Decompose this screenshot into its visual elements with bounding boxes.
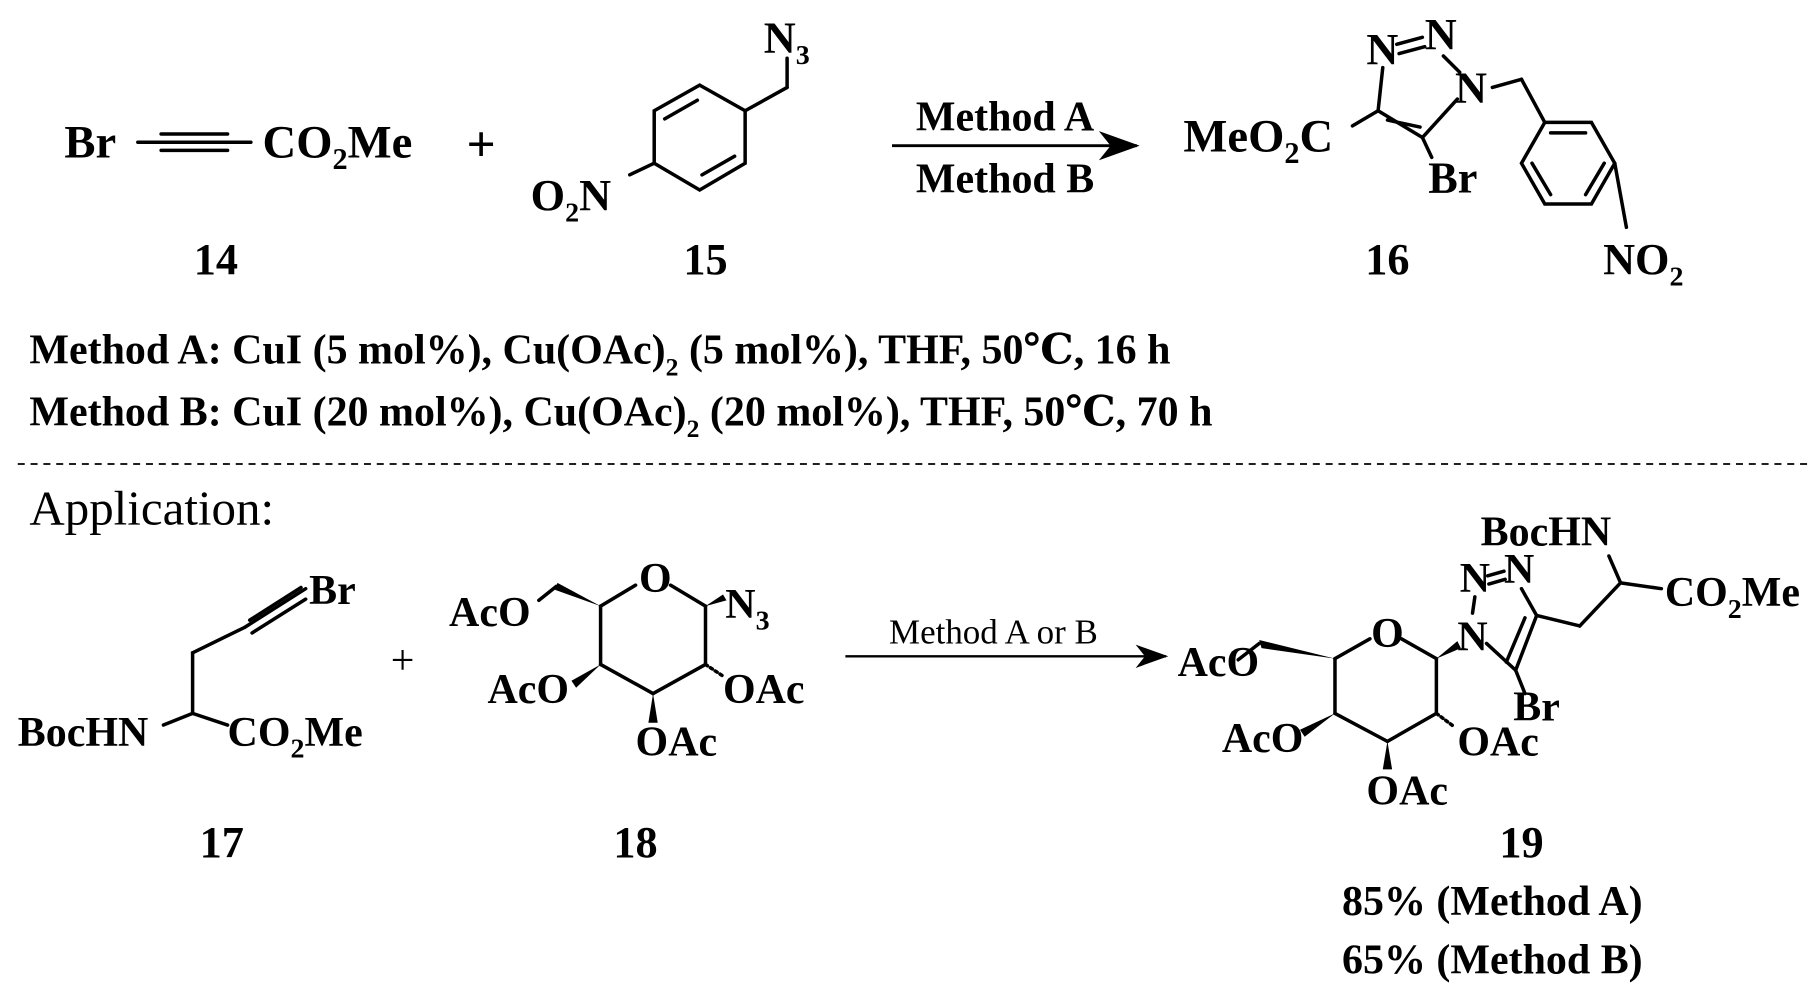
group-co2me: CO2Me <box>228 710 363 765</box>
group-oac: AcO <box>1222 716 1304 762</box>
compound-label-19: 19 <box>1499 818 1543 867</box>
group-bochn: BocHN <box>18 710 149 756</box>
group-o2n: O2N <box>531 171 611 229</box>
arrow-label-below: Method B <box>916 156 1094 202</box>
ring-oxygen: O <box>1371 611 1404 657</box>
compound-18: O AcO N3 AcO OAc OAc 18 <box>449 556 804 867</box>
group-oac: AcO <box>488 667 570 713</box>
group-n3: N3 <box>725 582 769 637</box>
arrow-label-above: Method A <box>916 95 1094 141</box>
atom-n: N <box>1425 10 1457 59</box>
yield-method-b: 65% (Method B) <box>1342 937 1643 983</box>
group-bochn: BocHN <box>1481 510 1612 556</box>
compound-17: Br BocHN CO2Me 17 <box>18 568 363 867</box>
compound-14: Br CO2Me 14 <box>64 116 412 284</box>
group-oac: OAc <box>636 719 718 765</box>
compound-label-18: 18 <box>613 818 657 867</box>
compound-16: N N N MeO2C Br NO2 16 <box>1183 10 1683 293</box>
group-no2: NO2 <box>1603 235 1683 293</box>
atom-br: Br <box>64 116 116 168</box>
yield-method-a: 85% (Method A) <box>1342 879 1643 925</box>
group-oac: OAc <box>1366 768 1448 814</box>
application-heading: Application: <box>29 481 274 536</box>
compound-label-14: 14 <box>194 235 238 284</box>
group-meo2c: MeO2C <box>1183 111 1333 171</box>
group-co2me: CO2Me <box>263 116 413 176</box>
compound-label-17: 17 <box>200 818 244 867</box>
group-n3: N3 <box>764 13 810 71</box>
atom-br: Br <box>309 568 356 614</box>
plus-sign: + <box>391 638 415 684</box>
atom-br: Br <box>1428 153 1477 202</box>
group-oac: OAc <box>723 667 805 713</box>
reaction-arrow-1: Method A Method B <box>892 95 1140 202</box>
atom-br: Br <box>1513 684 1560 730</box>
compound-label-15: 15 <box>683 235 727 284</box>
compound-19: AcO O AcO OAc OAc N N N Br BocHN CO2Me <box>1178 510 1800 984</box>
atom-n: N <box>1457 614 1487 660</box>
method-b-conditions: Method B: CuI (20 mol%), Cu(OAc)2 (20 mo… <box>29 389 1212 443</box>
arrow-label: Method A or B <box>889 612 1098 651</box>
compound-label-16: 16 <box>1365 235 1409 284</box>
atom-n: N <box>1504 547 1534 593</box>
atom-n: N <box>1460 556 1490 602</box>
method-a-conditions: Method A: CuI (5 mol%), Cu(OAc)2 (5 mol%… <box>29 328 1170 382</box>
group-oac: OAc <box>1457 719 1539 765</box>
group-co2me: CO2Me <box>1665 570 1800 625</box>
reaction-arrow-2: Method A or B <box>845 612 1169 668</box>
plus-sign: + <box>467 116 496 173</box>
group-oac: AcO <box>1178 640 1260 686</box>
compound-15: N3 O2N 15 <box>531 13 810 283</box>
group-oac: AcO <box>449 590 531 636</box>
ring-oxygen: O <box>639 556 672 602</box>
